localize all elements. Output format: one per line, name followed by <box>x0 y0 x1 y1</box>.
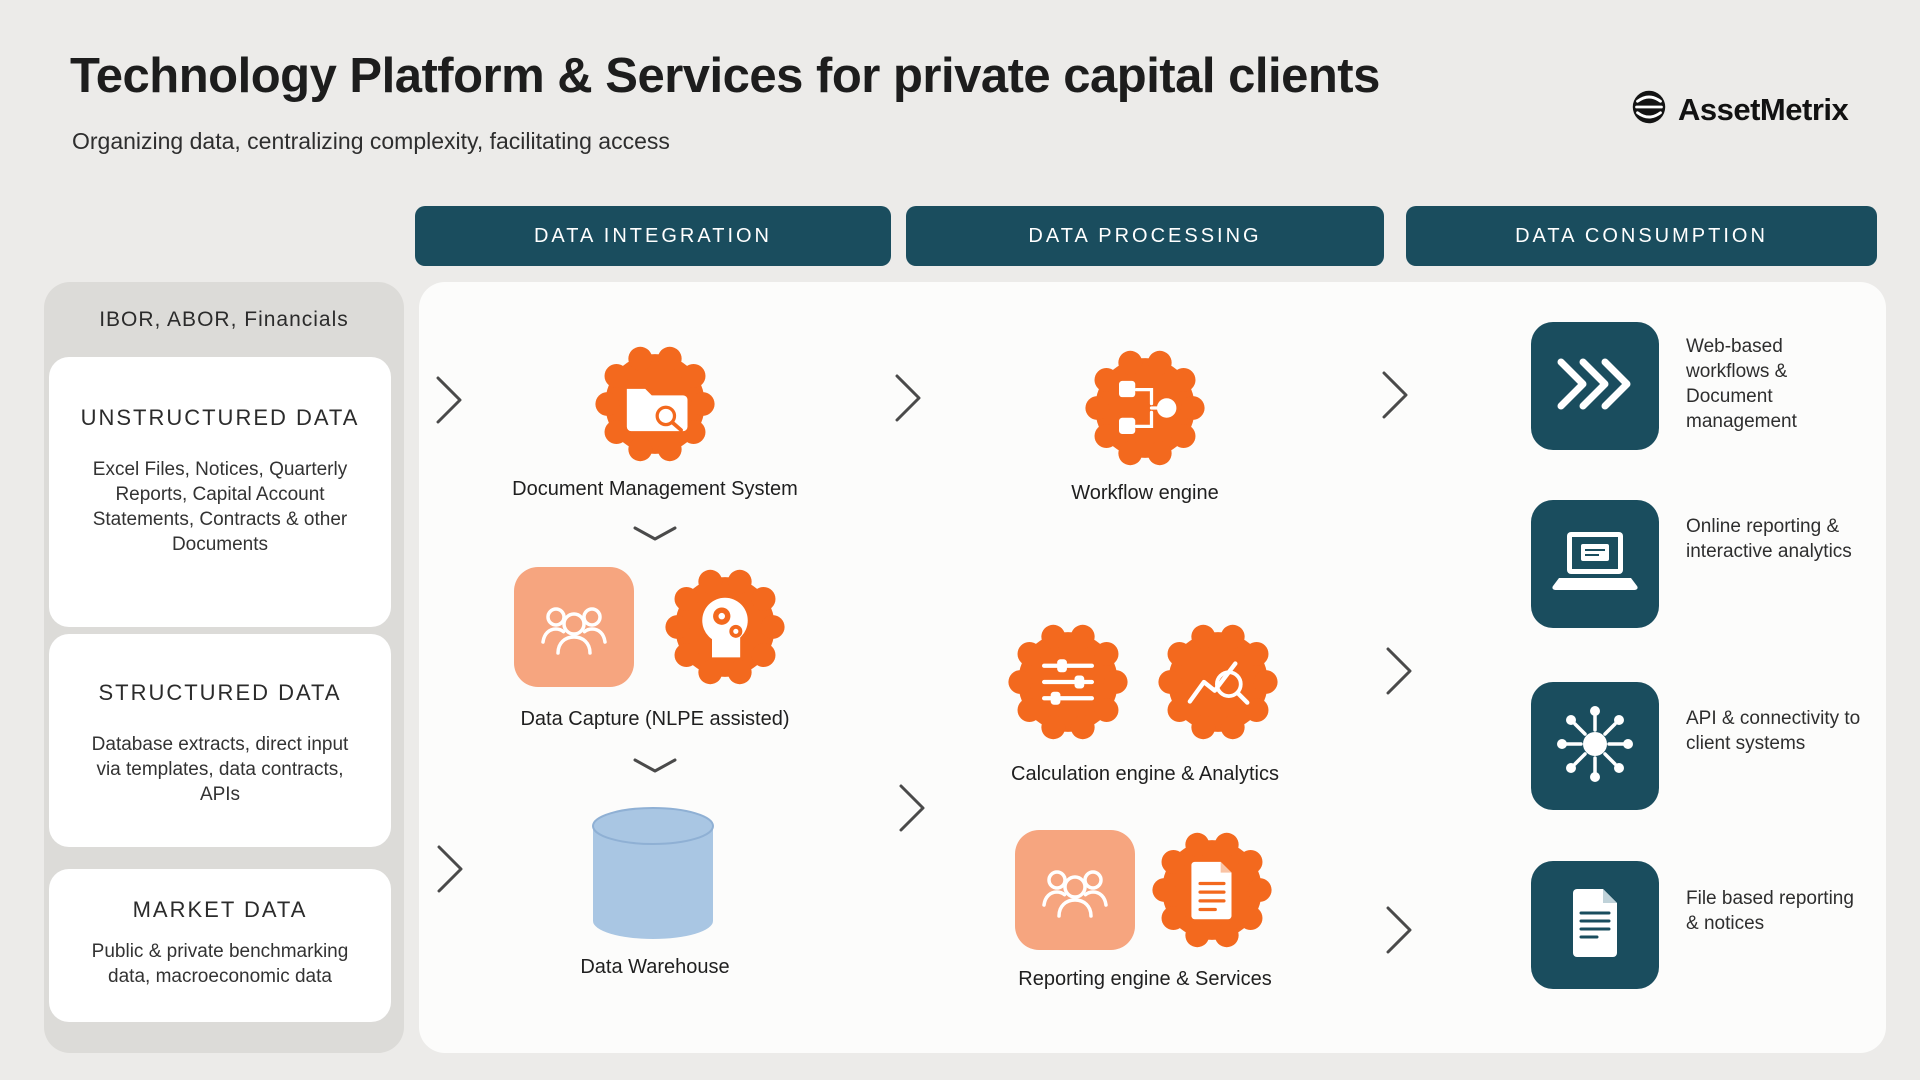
network-icon <box>1531 680 1659 813</box>
page-title: Technology Platform & Services for priva… <box>70 49 1380 103</box>
label-api-connectivity: API & connectivity to client systems <box>1686 708 1861 755</box>
card-title: STRUCTURED DATA <box>98 680 342 705</box>
label-document-management: Document Management System <box>512 478 798 500</box>
laptop-icon <box>1531 498 1659 631</box>
card-unstructured-data: UNSTRUCTURED DATA Excel Files, Notices, … <box>49 357 391 627</box>
label-data-capture: Data Capture (NLPE assisted) <box>520 708 790 730</box>
card-body: Public & private benchmarking data, macr… <box>91 941 349 988</box>
card-structured-data: STRUCTURED DATA Database extracts, direc… <box>49 634 391 847</box>
analytics-chart-gear-icon <box>1153 617 1283 752</box>
label-workflow-engine: Workflow engine <box>1071 482 1219 504</box>
label-reporting-engine: Reporting engine & Services <box>1018 968 1272 990</box>
card-body: Excel Files, Notices, Quarterly Reports,… <box>92 459 348 556</box>
assetmetrix-logo-icon <box>1628 86 1670 133</box>
api-connectivity-tile <box>1531 682 1659 810</box>
flow-arrow-right-icon <box>432 372 466 433</box>
flow-arrow-right-icon <box>1382 643 1416 704</box>
nlpe-head-gear-icon <box>660 562 790 697</box>
flow-arrow-right-icon <box>1378 367 1412 428</box>
brand-logo: AssetMetrix <box>1628 86 1849 133</box>
brand-name: AssetMetrix <box>1678 91 1849 127</box>
database-cylinder-icon <box>575 796 731 957</box>
label-data-warehouse: Data Warehouse <box>580 956 730 978</box>
chevron-down-icon <box>631 524 679 549</box>
people-team-icon <box>514 567 634 687</box>
file-icon <box>1531 859 1659 992</box>
card-title: UNSTRUCTURED DATA <box>80 405 360 430</box>
header-data-processing: DATA PROCESSING <box>906 206 1384 266</box>
card-title: MARKET DATA <box>132 897 308 922</box>
card-body: Database extracts, direct input via temp… <box>91 734 349 806</box>
document-management-gear-icon <box>590 339 720 474</box>
header-data-consumption: DATA CONSUMPTION <box>1406 206 1877 266</box>
file-reporting-tile <box>1531 861 1659 989</box>
sources-heading: IBOR, ABOR, Financials <box>99 308 349 331</box>
label-calculation-engine: Calculation engine & Analytics <box>1011 763 1279 785</box>
report-document-gear-icon <box>1147 825 1277 960</box>
people-team-icon <box>1015 830 1135 950</box>
page-subtitle: Organizing data, centralizing complexity… <box>72 128 670 154</box>
flow-arrow-right-icon <box>895 780 929 841</box>
card-market-data: MARKET DATA Public & private benchmarkin… <box>49 869 391 1022</box>
flow-arrow-right-icon <box>891 370 925 431</box>
header-data-integration: DATA INTEGRATION <box>415 206 891 266</box>
triple-chevron-icon <box>1531 320 1659 453</box>
online-reporting-tile <box>1531 500 1659 628</box>
calculation-sliders-gear-icon <box>1003 617 1133 752</box>
chevron-down-icon <box>631 756 679 781</box>
label-web-workflows: Web-based workflows & Document managemen… <box>1686 336 1797 433</box>
web-workflows-tile <box>1531 322 1659 450</box>
workflow-gear-icon <box>1080 343 1210 478</box>
flow-arrow-right-icon <box>433 841 467 902</box>
label-online-reporting: Online reporting & interactive analytics <box>1686 516 1852 563</box>
flow-arrow-right-icon <box>1382 902 1416 963</box>
label-file-reporting: File based reporting & notices <box>1686 888 1854 935</box>
